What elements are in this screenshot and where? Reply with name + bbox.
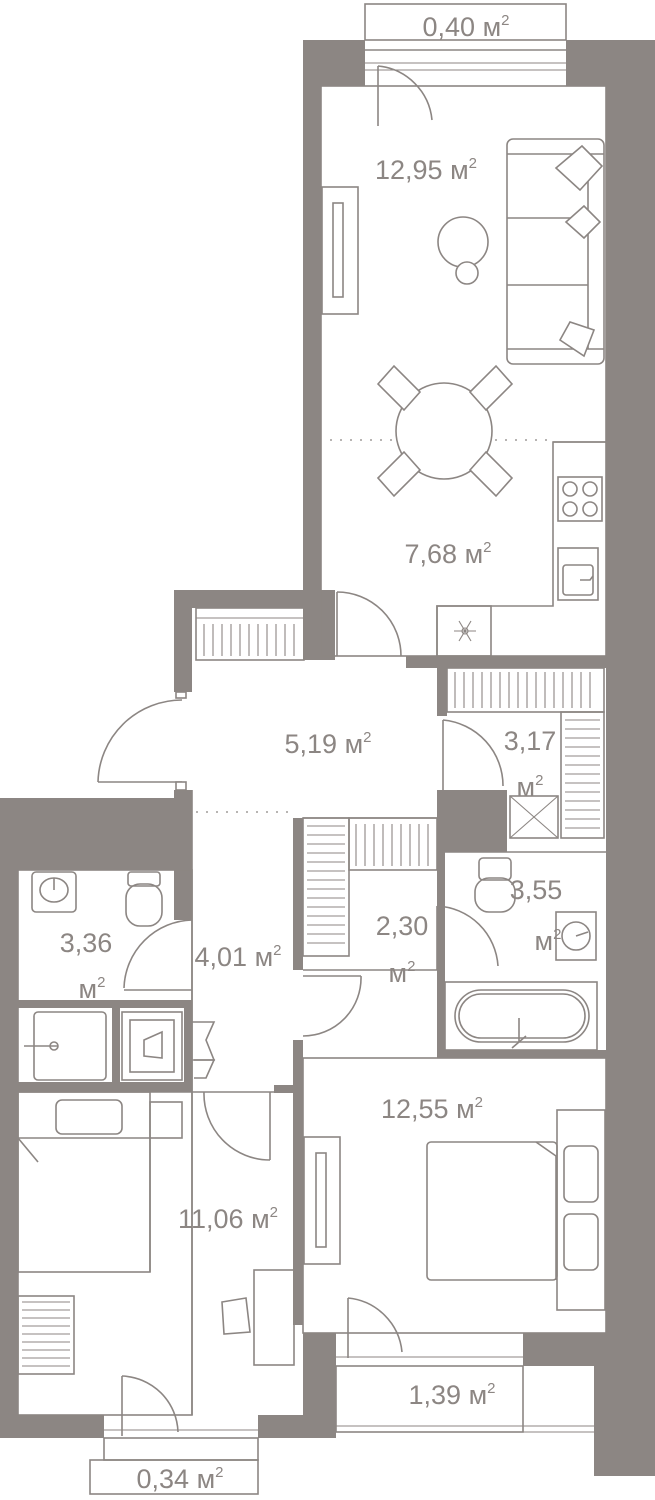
balcony-bottom-left <box>89 1375 259 1495</box>
door-bath-right <box>436 905 499 970</box>
shower-icon <box>24 1011 107 1081</box>
label-bath-right-unit: м2 <box>535 926 562 956</box>
bathtub-icon <box>444 981 598 1051</box>
label-balcony-top: 0,40 м2 <box>423 12 510 42</box>
door-kitchen <box>336 591 402 657</box>
label-storage-unit: м2 <box>517 772 544 802</box>
wardrobe-hangers <box>203 624 295 656</box>
sink-left-icon <box>31 871 77 913</box>
label-hall: 5,19 м2 <box>285 729 372 759</box>
walls <box>0 40 655 1476</box>
corridor-shelf-lines-left <box>307 825 345 944</box>
label-balcony-small: 0,34 м2 <box>137 1464 224 1494</box>
cooktop-icon <box>557 476 603 522</box>
storage-shelf-lines-side <box>565 719 600 829</box>
balcony-top <box>364 3 567 126</box>
bookshelf-lines <box>22 1301 70 1367</box>
coffee-table <box>437 216 489 285</box>
balcony-bottom-right <box>335 1297 594 1433</box>
wardrobe-bedroom-right <box>303 1136 341 1265</box>
area-labels: 0,40 м2 12,95 м2 7,68 м2 5,19 м2 3,17 м2… <box>60 12 563 1494</box>
label-bedroom-right: 12,55 м2 <box>381 1094 483 1124</box>
corridor-shelf-lines-top <box>355 824 429 866</box>
door-bath-left <box>123 919 193 991</box>
sofa <box>506 138 605 365</box>
label-bath-left: 3,36 <box>60 928 113 958</box>
fridge-icon <box>436 605 492 657</box>
label-corridor: 2,30 <box>376 911 429 941</box>
label-bath-left-unit: м2 <box>79 974 106 1004</box>
entrance-door <box>97 691 187 791</box>
door-bedroom-left <box>203 1091 271 1161</box>
door-bedroom-right <box>302 975 362 1037</box>
desk <box>221 1269 295 1366</box>
label-kitchen: 7,68 м2 <box>405 539 492 569</box>
dining-table <box>376 364 514 498</box>
snowflake-icon <box>454 620 476 642</box>
label-bedroom-left: 11,06 м2 <box>178 1204 278 1234</box>
corridor-wardrobe <box>302 817 438 957</box>
single-bed <box>17 1091 183 1273</box>
toilet-right-icon <box>474 857 516 913</box>
hall-wardrobe <box>195 607 305 661</box>
toilet-left-icon <box>125 871 163 927</box>
storage-shelf-lines-top <box>454 672 591 708</box>
double-bed <box>426 1109 606 1311</box>
storage-shelves <box>446 667 605 839</box>
tv-unit <box>321 186 359 315</box>
door-storage <box>442 719 504 790</box>
sink-right-icon <box>555 911 597 961</box>
label-corridor-left: 4,01 м2 <box>195 942 282 972</box>
label-corridor-unit: м2 <box>389 958 416 988</box>
kitchen-sink-icon <box>557 547 599 601</box>
washing-machine-icon <box>121 1011 183 1081</box>
label-bath-right: 3,55 <box>510 875 563 905</box>
label-balcony-bottom: 1,39 м2 <box>409 1380 496 1410</box>
closet-doors <box>192 1021 216 1079</box>
label-storage: 3,17 <box>504 726 557 756</box>
label-living: 12,95 м2 <box>375 155 477 185</box>
bookshelf <box>17 1295 75 1375</box>
